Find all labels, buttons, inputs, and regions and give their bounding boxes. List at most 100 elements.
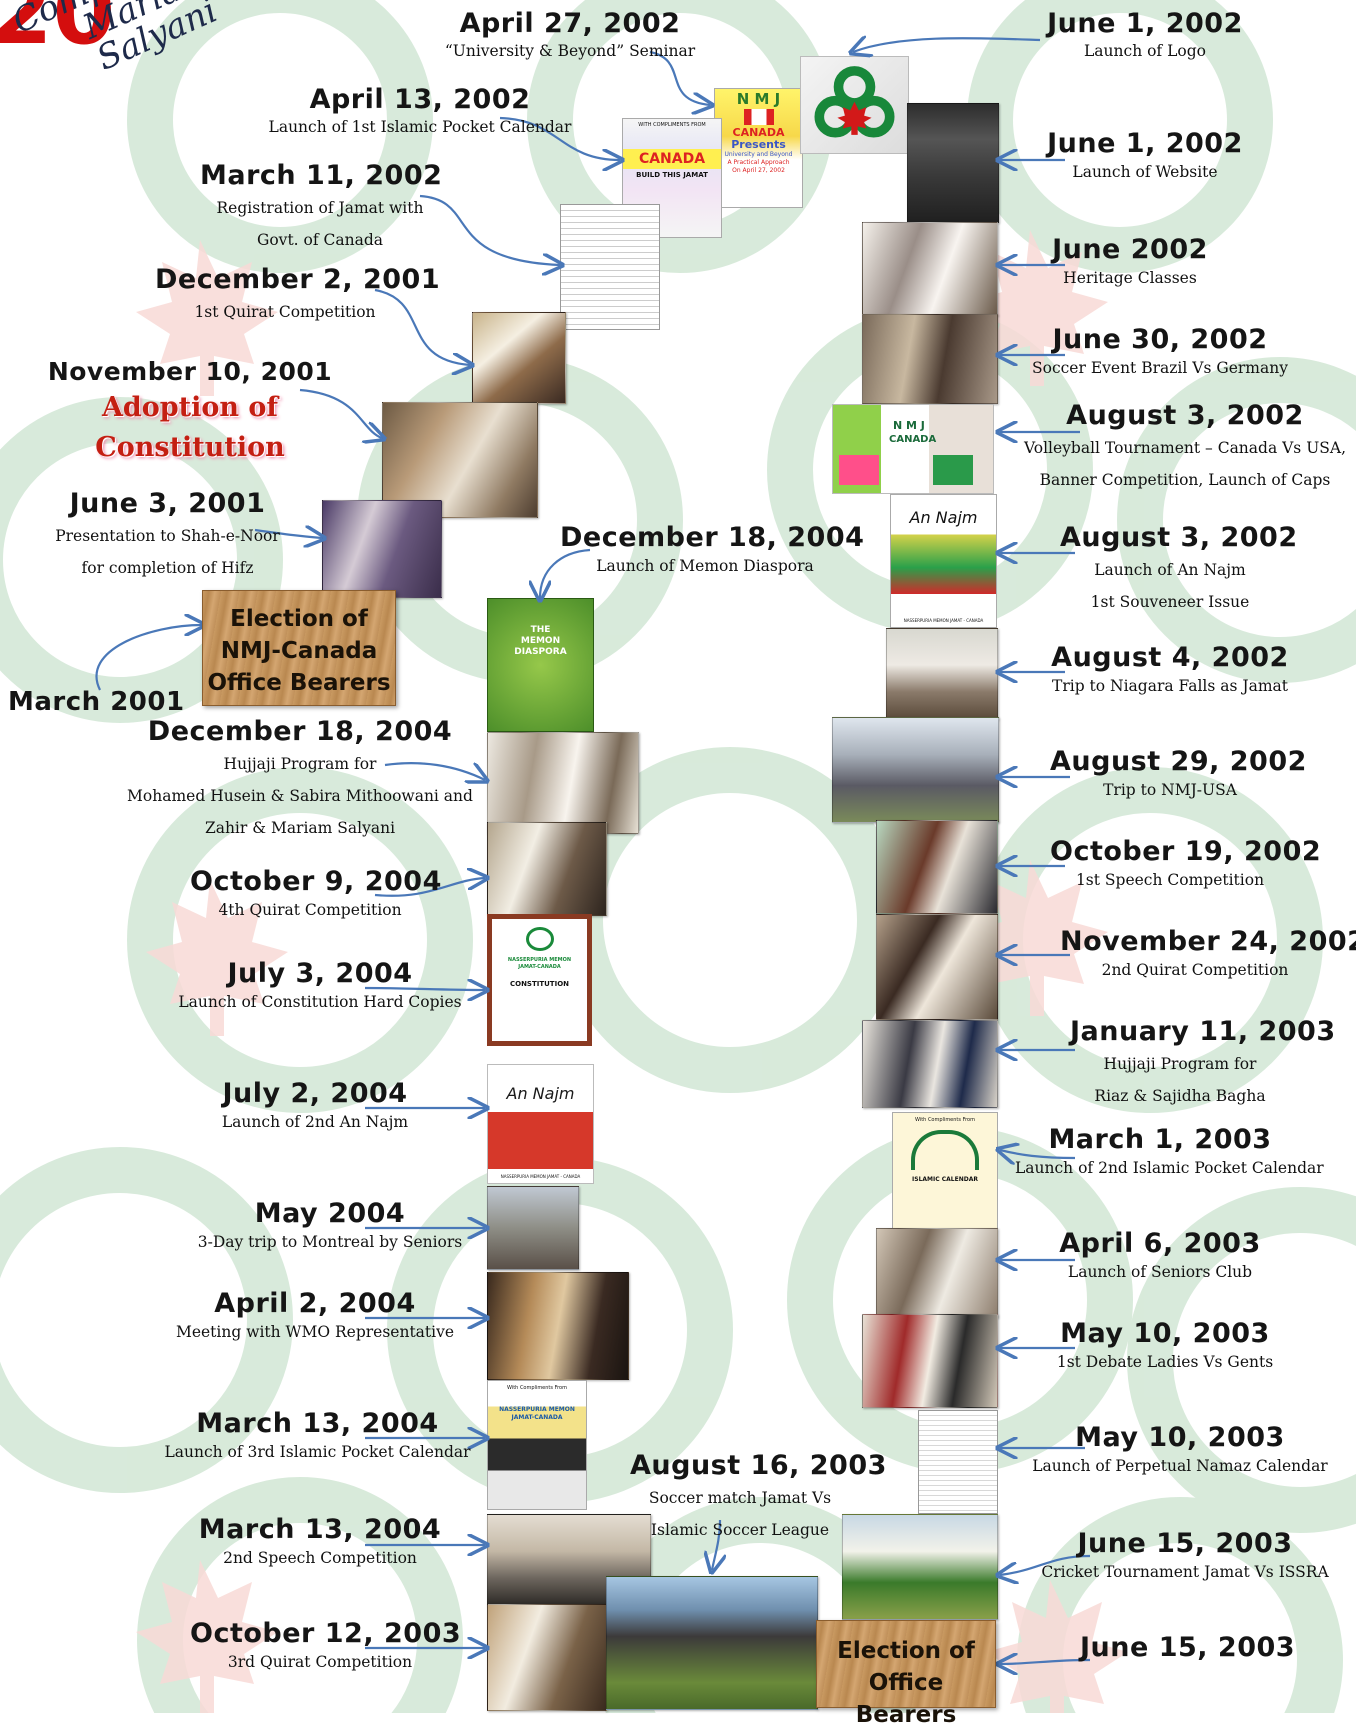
- website-screenshot: [907, 103, 999, 223]
- event-title: Launch of Constitution Hard Copies: [178, 993, 462, 1011]
- event-date: March 1, 2003: [1048, 1124, 1272, 1155]
- event-date: March 11, 2002: [200, 160, 443, 191]
- photo-soccer-match: [606, 1576, 818, 1710]
- event-date: May 10, 2003: [1075, 1422, 1285, 1453]
- event-date: October 19, 2002: [1050, 836, 1322, 867]
- event-date: April 13, 2002: [309, 84, 531, 115]
- photo-nmj-usa-trip: [832, 717, 999, 823]
- event-title: Launch of Memon Diaspora: [596, 557, 814, 575]
- event-title: 1st Speech Competition: [1075, 871, 1265, 889]
- event-date: August 29, 2002: [1050, 746, 1307, 777]
- event-date: June 30, 2002: [1052, 324, 1268, 355]
- year-heading: 20: [0, 0, 116, 65]
- event-date: July 3, 2004: [227, 958, 413, 989]
- event-title: Soccer match Jamat Vs: [648, 1489, 832, 1507]
- event-title: 2nd Quirat Competition: [1101, 961, 1289, 979]
- event-montreal-trip: May 2004 3-Day trip to Montreal by Senio…: [185, 1198, 475, 1254]
- photo-quirat-2002: [876, 914, 998, 1020]
- event-pocket-calendar-1: April 13, 2002 Launch of 1st Islamic Poc…: [250, 84, 590, 138]
- photo-heritage-classes: [862, 222, 998, 316]
- pocket-calendar-3: With Compliments From NASSERPURIA MEMON …: [487, 1380, 587, 1510]
- event-title: Zahir & Mariam Salyani: [204, 819, 396, 837]
- event-title: Heritage Classes: [1063, 269, 1197, 287]
- plaque-line: Election of: [837, 1638, 975, 1664]
- photo-hujjaji-2003: [862, 1020, 998, 1108]
- event-title: Launch of 2nd Islamic Pocket Calendar: [1015, 1159, 1324, 1177]
- event-seminar: April 27, 2002 “University & Beyond” Sem…: [420, 8, 720, 62]
- event-title: “University & Beyond” Seminar: [444, 42, 696, 60]
- event-date: April 6, 2003: [1059, 1228, 1261, 1259]
- photo-wmo-meeting: [487, 1272, 629, 1380]
- event-logo: June 1, 2002 Launch of Logo: [1030, 8, 1260, 62]
- event-date: July 2, 2004: [222, 1078, 408, 1109]
- event-election-2003: June 15, 2003: [1080, 1632, 1295, 1664]
- event-volleyball: August 3, 2002 Volleyball Tournament – C…: [1015, 400, 1355, 496]
- photo-quirat-2004: [487, 822, 607, 916]
- event-niagara-trip: August 4, 2002 Trip to Niagara Falls as …: [1040, 642, 1300, 698]
- event-title: Banner Competition, Launch of Caps: [1039, 471, 1331, 489]
- event-date: May 2004: [254, 1198, 406, 1229]
- event-date: May 10, 2003: [1060, 1318, 1270, 1349]
- event-hujjaji-2004: December 18, 2004 Hujjaji Program for Mo…: [115, 716, 485, 844]
- plaque-election-2003: Election of Office Bearers: [816, 1620, 996, 1728]
- event-title: Islamic Soccer League: [650, 1521, 830, 1539]
- registration-document: [560, 204, 660, 330]
- event-date: March 2001: [8, 687, 185, 717]
- an-najm-1-cover: An Najm NASSERPURIA MEMON JAMAT - CANADA: [890, 494, 997, 628]
- plaque-line: Office Bearers: [855, 1670, 957, 1728]
- event-title: Soccer Event Brazil Vs Germany: [1032, 359, 1288, 377]
- event-title: Launch of Perpetual Namaz Calendar: [1032, 1457, 1328, 1475]
- event-title: Trip to Niagara Falls as Jamat: [1051, 677, 1289, 695]
- event-date: November 10, 2001: [47, 357, 333, 386]
- event-title: Hujjaji Program for: [223, 755, 377, 773]
- event-title: Launch of Seniors Club: [1067, 1263, 1253, 1281]
- event-an-najm-2: July 2, 2004 Launch of 2nd An Najm: [200, 1078, 430, 1134]
- an-najm-2-cover: An Najm NASSERPURIA MEMON JAMAT - CANADA: [487, 1064, 594, 1184]
- event-date: June 2002: [1052, 234, 1208, 265]
- event-date: January 11, 2003: [1070, 1016, 1336, 1047]
- event-pocket-calendar-2: March 1, 2003 Launch of 2nd Islamic Pock…: [1015, 1124, 1324, 1180]
- banner-competition-photo: N M J CANADA: [832, 404, 994, 494]
- event-date: December 18, 2004: [560, 522, 865, 553]
- event-title: Trip to NMJ-USA: [1103, 781, 1237, 799]
- event-title: Riaz & Sajidha Bagha: [1094, 1087, 1266, 1105]
- event-title: Launch of 1st Islamic Pocket Calendar: [268, 118, 572, 136]
- event-date: August 3, 2002: [1060, 522, 1298, 553]
- event-date: March 13, 2004: [198, 1514, 442, 1545]
- event-constitution-adoption: November 10, 2001 Adoption of Constituti…: [20, 356, 360, 468]
- plaque-line: Election of: [230, 606, 368, 632]
- event-date: August 16, 2003: [630, 1450, 887, 1481]
- event-title: 1st Quirat Competition: [194, 303, 376, 321]
- photo-hujjaji-2004: [487, 732, 639, 834]
- event-website: June 1, 2002 Launch of Website: [1030, 128, 1260, 184]
- seminar-poster: N M J CANADA Presents University and Bey…: [714, 88, 803, 208]
- photo-seniors-club: [876, 1228, 998, 1318]
- event-title: 2nd Speech Competition: [223, 1549, 417, 1567]
- event-hujjaji-2003: January 11, 2003 Hujjaji Program for Ria…: [1070, 1016, 1336, 1112]
- event-memon-diaspora: December 18, 2004 Launch of Memon Diaspo…: [560, 522, 865, 578]
- event-date: March 13, 2004: [196, 1408, 439, 1439]
- photo-montreal-trip: [487, 1186, 579, 1270]
- event-title: for completion of Hifz: [81, 559, 254, 577]
- event-date: June 1, 2002: [1047, 128, 1243, 159]
- event-date: June 1, 2002: [1047, 8, 1243, 39]
- event-title: Meeting with WMO Representative: [175, 1323, 455, 1341]
- event-date: June 15, 2003: [1077, 1528, 1293, 1559]
- event-title: 4th Quirat Competition: [218, 901, 402, 919]
- event-date: August 4, 2002: [1051, 642, 1289, 673]
- plaque-line: Office Bearers: [207, 670, 391, 696]
- event-title: Cricket Tournament Jamat Vs ISSRA: [1041, 1563, 1329, 1581]
- memon-diaspora-book: THE MEMON DIASPORA: [487, 598, 594, 732]
- event-title: 3-Day trip to Montreal by Seniors: [197, 1233, 463, 1251]
- photo-soccer-event: [862, 314, 998, 404]
- plaque-election-2001: Election of NMJ-Canada Office Bearers: [202, 590, 396, 706]
- event-title: Launch of Logo: [1084, 42, 1206, 60]
- event-title: Launch of An Najm: [1094, 561, 1246, 579]
- event-nmj-usa-trip: August 29, 2002 Trip to NMJ-USA: [1050, 746, 1307, 802]
- event-namaz-calendar: May 10, 2003 Launch of Perpetual Namaz C…: [1025, 1422, 1335, 1478]
- event-date: December 2, 2001: [155, 264, 441, 295]
- photo-constitution-adoption: [382, 402, 538, 518]
- event-constitution-copies: July 3, 2004 Launch of Constitution Hard…: [165, 958, 475, 1014]
- event-date: October 9, 2004: [190, 866, 442, 897]
- event-title: Registration of Jamat with: [216, 199, 424, 217]
